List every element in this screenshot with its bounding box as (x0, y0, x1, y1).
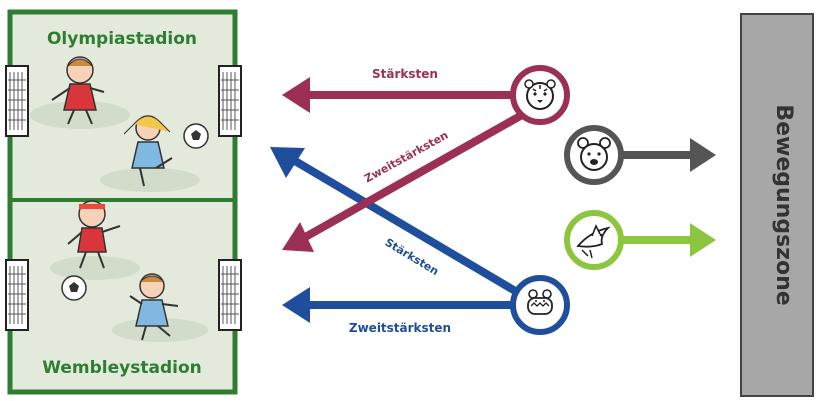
soccer-ball-bottom (61, 275, 87, 301)
arrow-croc-second: Zweitstärksten (282, 287, 522, 335)
stadium-label-top: Olympiastadion (47, 29, 197, 49)
playing-field: Olympiastadion Wembleystadion (5, 9, 242, 395)
soccer-ball-top (183, 123, 209, 149)
tiger-icon (510, 65, 570, 125)
bear-icon (564, 125, 624, 185)
arrow-label-croc-second: Zweitstärksten (349, 321, 451, 335)
arrow-tiger-second: Zweitstärksten (282, 111, 524, 252)
goal-top-right (218, 65, 242, 137)
child-red-bottom (67, 200, 121, 269)
goal-top-left (5, 65, 29, 137)
shark-icon (564, 210, 624, 270)
child-red-top (51, 56, 105, 125)
arrow-label-tiger-strongest: Stärksten (372, 67, 438, 81)
goal-bottom-left (5, 259, 29, 331)
crocodile-icon (510, 275, 570, 335)
zone-label: Bewegungszone (771, 104, 796, 305)
arrow-bear-to-zone (618, 138, 716, 172)
child-blue-bottom (129, 273, 179, 341)
goal-bottom-right (218, 259, 242, 331)
stadium-label-bottom: Wembleystadion (42, 358, 202, 378)
arrow-tiger-strongest: Stärksten (282, 67, 522, 113)
movement-zone: Bewegungszone (740, 13, 814, 397)
child-blue-top (123, 115, 173, 187)
arrow-shark-to-zone (618, 223, 716, 257)
